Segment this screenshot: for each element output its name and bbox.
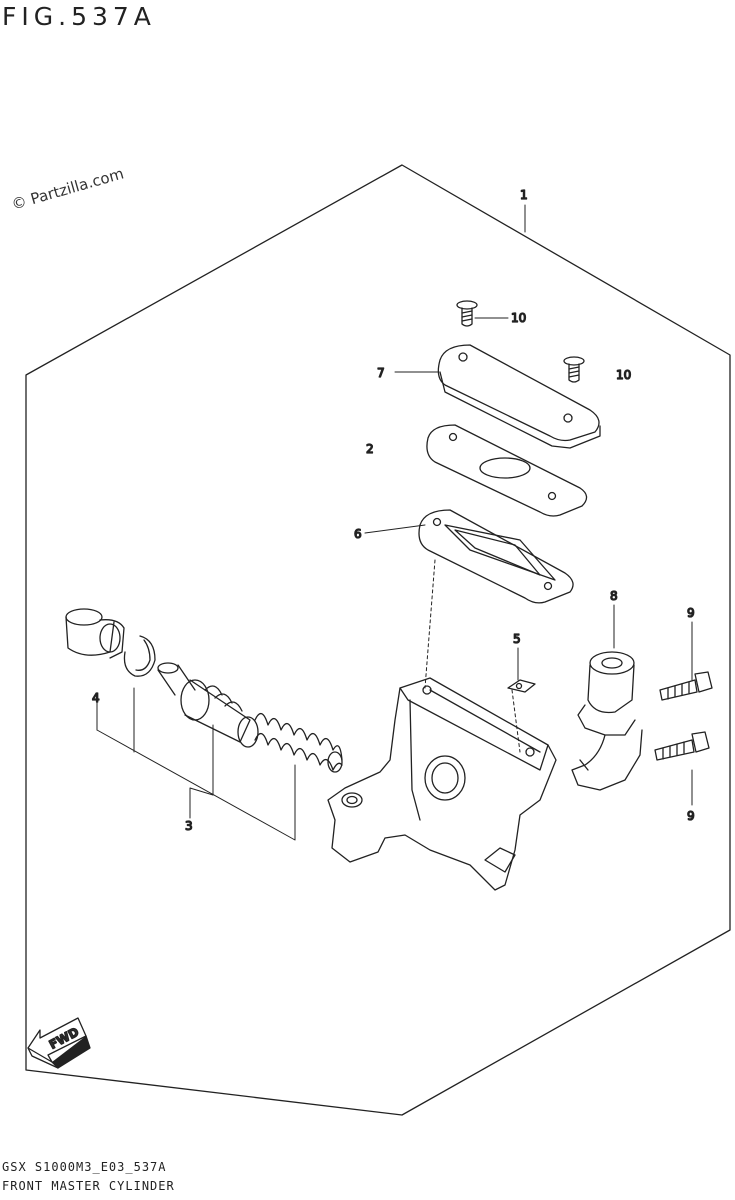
callout-labels: 1 10 10 7 2 6 8 5 9 9 4 3 FWD (46, 187, 695, 1052)
boot-part-4 (65, 608, 125, 659)
diaphragm-plate-part-2 (426, 424, 588, 517)
callout-2: 2 (366, 442, 374, 456)
callout-6: 6 (354, 527, 362, 541)
callout-3: 3 (185, 819, 193, 833)
callout-1: 1 (520, 188, 528, 202)
screw-part-10b (563, 356, 585, 383)
assembly-boundary (25, 164, 731, 1116)
bolt-part-9b (654, 731, 710, 761)
master-cylinder-body (327, 677, 557, 891)
bolt-part-9a (659, 671, 713, 701)
diagram-name: FRONT MASTER CYLINDER (2, 1179, 175, 1193)
callout-10b: 10 (616, 368, 631, 382)
circlip (123, 635, 156, 677)
clip-part-5 (507, 679, 536, 693)
callout-9b: 9 (687, 809, 695, 823)
screw-part-10a (456, 300, 478, 327)
fwd-arrow-icon (27, 1017, 91, 1069)
callout-10a: 10 (511, 311, 526, 325)
callout-5: 5 (513, 632, 521, 646)
spring (254, 713, 343, 773)
callout-9a: 9 (687, 606, 695, 620)
figure-title: FIG.537A (2, 2, 156, 31)
callout-8: 8 (610, 589, 618, 603)
leader-lines (96, 204, 693, 841)
callout-7: 7 (377, 366, 385, 380)
reservoir-cap-part-7 (437, 344, 601, 449)
diagram-code: GSX S1000M3_E03_537A (2, 1160, 167, 1174)
callout-4: 4 (92, 691, 100, 705)
piston-assembly (157, 662, 259, 748)
hose-joint-part-8 (571, 651, 643, 791)
diaphragm-part-6 (418, 509, 574, 604)
